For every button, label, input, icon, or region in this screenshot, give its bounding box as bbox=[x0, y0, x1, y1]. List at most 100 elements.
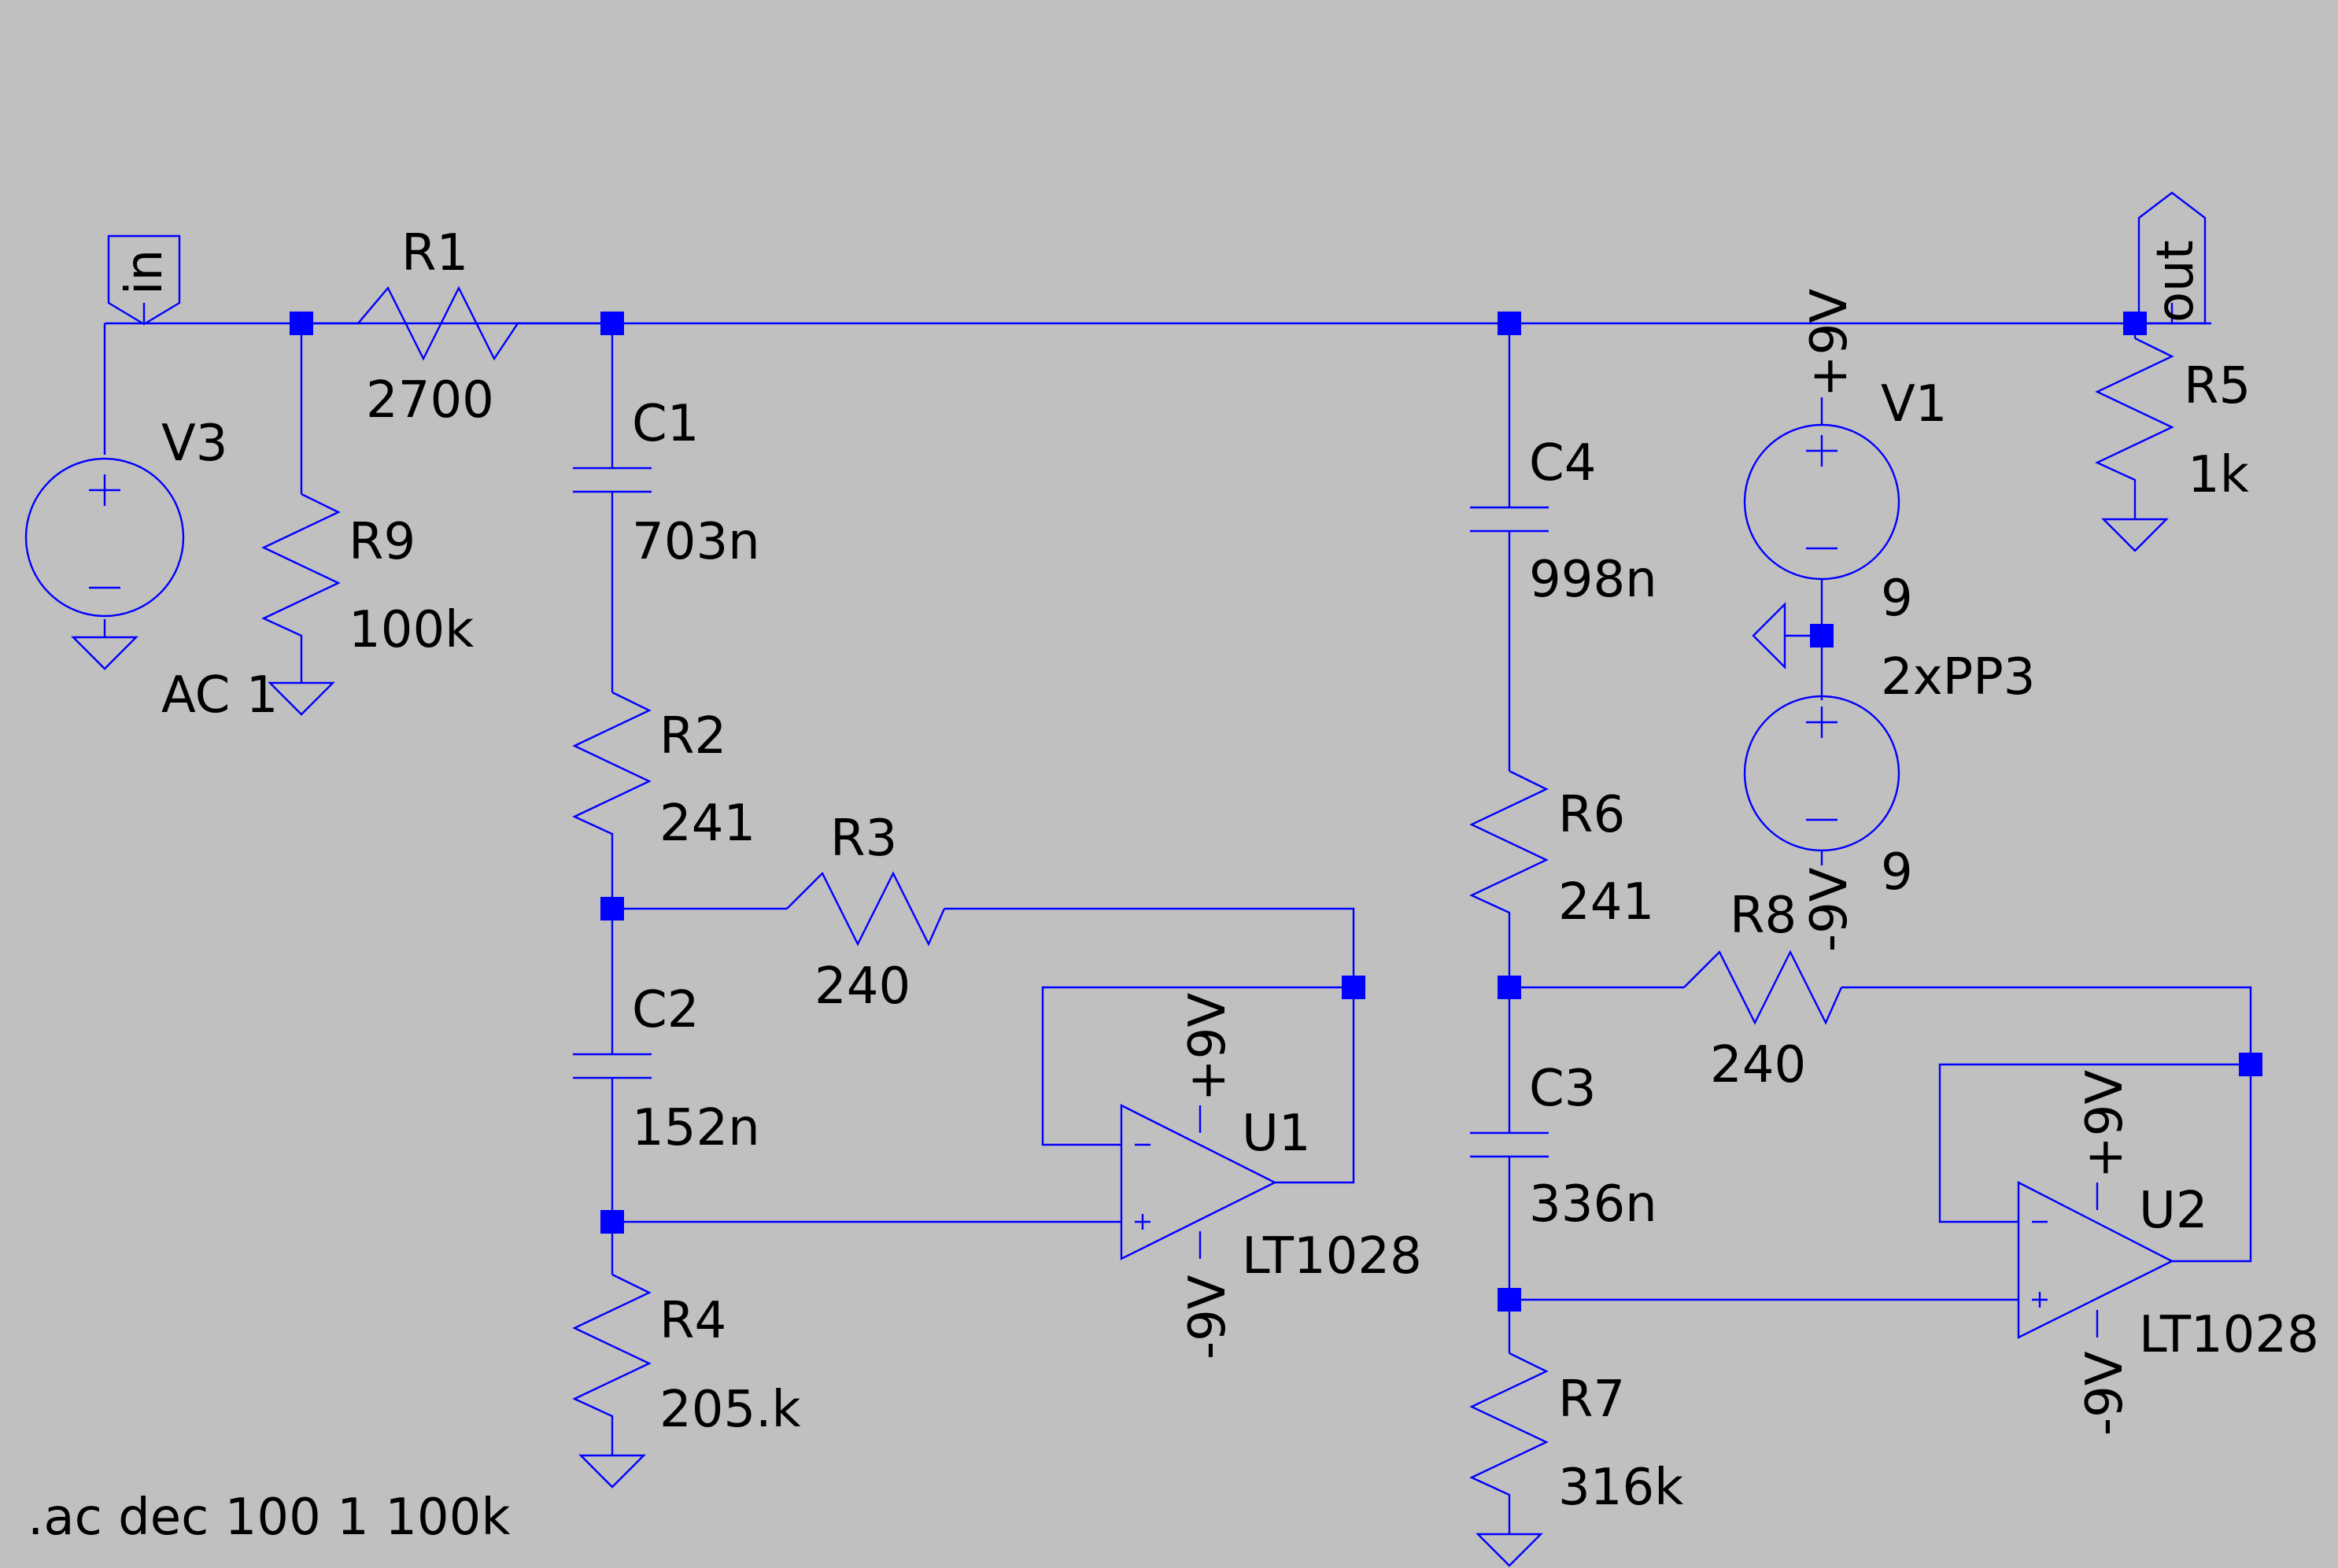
v3-name: V3 bbox=[161, 415, 228, 473]
v3-source-icon[interactable] bbox=[24, 457, 185, 618]
u1-vneg-label: -9V bbox=[1179, 1275, 1237, 1360]
r4-symbol[interactable] bbox=[572, 1273, 652, 1432]
r4-value: 205.k bbox=[659, 1381, 801, 1439]
wires bbox=[103, 303, 2252, 1534]
v1-value-mid: 2xPP3 bbox=[1881, 648, 2036, 707]
c4-name: C4 bbox=[1529, 434, 1596, 493]
ground-icon bbox=[268, 681, 335, 716]
r3-right-wire bbox=[944, 907, 1355, 987]
net-flags: in out bbox=[107, 191, 2207, 326]
v1-name: V1 bbox=[1881, 375, 1948, 434]
r6-name: R6 bbox=[1558, 786, 1625, 844]
c3-symbol[interactable] bbox=[1470, 1131, 1549, 1158]
r8-symbol[interactable] bbox=[1683, 950, 1843, 1025]
c1-value: 703n bbox=[632, 513, 760, 571]
ground-icon bbox=[1752, 602, 1786, 670]
r8-name: R8 bbox=[1730, 887, 1797, 945]
ground-icon bbox=[2101, 518, 2169, 552]
r9-name: R9 bbox=[349, 513, 416, 571]
r2-value: 241 bbox=[659, 795, 755, 853]
junction-dot bbox=[290, 312, 313, 335]
junction-dot bbox=[600, 312, 624, 335]
v1-neg-label: -9V bbox=[1801, 867, 1859, 952]
u2-name: U2 bbox=[2139, 1182, 2208, 1240]
c1-symbol[interactable] bbox=[573, 467, 652, 493]
r5-value: 1k bbox=[2188, 446, 2249, 504]
r3-name: R3 bbox=[830, 810, 897, 868]
u2-input-signs-icon bbox=[2032, 1220, 2048, 1308]
out-net-label: out bbox=[2147, 240, 2205, 323]
u1-vpos-label: +9V bbox=[1179, 993, 1237, 1101]
c2-value: 152n bbox=[632, 1099, 760, 1157]
u2-opamp-icon[interactable] bbox=[2017, 1181, 2174, 1339]
v3-polarity-icon bbox=[89, 474, 120, 589]
r9-symbol[interactable] bbox=[261, 493, 341, 651]
opamp-symbols bbox=[1120, 1104, 2174, 1339]
r6-symbol[interactable] bbox=[1469, 769, 1549, 932]
r2-name: R2 bbox=[659, 707, 726, 766]
junction-dot bbox=[600, 1210, 624, 1234]
out-net-flag[interactable] bbox=[2137, 191, 2207, 325]
v1-lower-source-icon[interactable] bbox=[1743, 695, 1900, 852]
u1-out-wire bbox=[1275, 987, 1355, 1184]
r8-right-wire bbox=[1841, 986, 2252, 1064]
u1-input-signs-icon bbox=[1135, 1143, 1151, 1230]
r7-name: R7 bbox=[1558, 1371, 1625, 1429]
junction-dot bbox=[1342, 976, 1365, 999]
u1-name: U1 bbox=[1242, 1105, 1311, 1163]
u2-vneg-label: -9V bbox=[2076, 1351, 2134, 1436]
v1-upper-source-icon[interactable] bbox=[1743, 423, 1900, 581]
r7-symbol[interactable] bbox=[1469, 1352, 1549, 1511]
capacitor-symbols bbox=[573, 467, 1549, 1158]
junction-dot bbox=[1810, 624, 1834, 647]
r5-symbol[interactable] bbox=[2095, 337, 2174, 496]
r8-value: 240 bbox=[1710, 1036, 1806, 1094]
c2-symbol[interactable] bbox=[573, 1053, 652, 1079]
r1-symbol[interactable] bbox=[313, 286, 600, 361]
r3-symbol[interactable] bbox=[786, 871, 946, 946]
c3-value: 336n bbox=[1529, 1175, 1657, 1234]
component-labels: R1 2700 V3 AC 1 R9 100k C1 703n R2 241 R… bbox=[28, 224, 2319, 1547]
c4-symbol[interactable] bbox=[1470, 506, 1549, 533]
junction-dot bbox=[2239, 1053, 2262, 1076]
u1-feedback-wire bbox=[1041, 986, 1354, 1146]
r4-name: R4 bbox=[659, 1292, 726, 1350]
ground-symbols bbox=[71, 518, 2169, 1567]
junction-dot bbox=[600, 897, 624, 921]
ground-icon bbox=[578, 1454, 646, 1489]
v1-upper-polarity-icon bbox=[1806, 435, 1838, 550]
v1-pos-label: +9V bbox=[1801, 289, 1859, 397]
r2-symbol[interactable] bbox=[572, 691, 652, 854]
junctions bbox=[290, 312, 2262, 1312]
r6-value: 241 bbox=[1558, 873, 1654, 932]
c1-name: C1 bbox=[632, 395, 699, 453]
spice-directive[interactable]: .ac dec 100 1 100k bbox=[28, 1489, 510, 1547]
v1-value-bot: 9 bbox=[1881, 843, 1913, 902]
c2-name: C2 bbox=[632, 981, 699, 1039]
junction-dot bbox=[1498, 1288, 1521, 1312]
resistor-symbols bbox=[261, 286, 2174, 1511]
u1-opamp-icon[interactable] bbox=[1120, 1104, 1277, 1260]
ground-icon bbox=[1476, 1533, 1543, 1567]
u1-model: LT1028 bbox=[1242, 1227, 1422, 1286]
u2-model: LT1028 bbox=[2139, 1306, 2319, 1364]
u2-feedback-wire bbox=[1938, 1063, 2251, 1223]
v1-value-top: 9 bbox=[1881, 570, 1913, 628]
v3-value: AC 1 bbox=[161, 666, 278, 725]
r1-value: 2700 bbox=[366, 371, 494, 430]
in-net-flag[interactable] bbox=[107, 234, 181, 326]
r1-name: R1 bbox=[401, 224, 468, 282]
voltage-sources bbox=[24, 423, 1900, 852]
ground-icon bbox=[71, 636, 139, 670]
r9-value: 100k bbox=[349, 601, 474, 659]
r5-name: R5 bbox=[2184, 357, 2251, 415]
r3-value: 240 bbox=[814, 957, 910, 1016]
v1-lower-polarity-icon bbox=[1806, 707, 1838, 821]
c3-name: C3 bbox=[1529, 1060, 1596, 1118]
junction-dot bbox=[1498, 976, 1521, 999]
in-net-label: in bbox=[116, 249, 174, 295]
u2-vpos-label: +9V bbox=[2076, 1070, 2134, 1179]
r7-value: 316k bbox=[1558, 1459, 1683, 1517]
c4-value: 998n bbox=[1529, 551, 1657, 609]
